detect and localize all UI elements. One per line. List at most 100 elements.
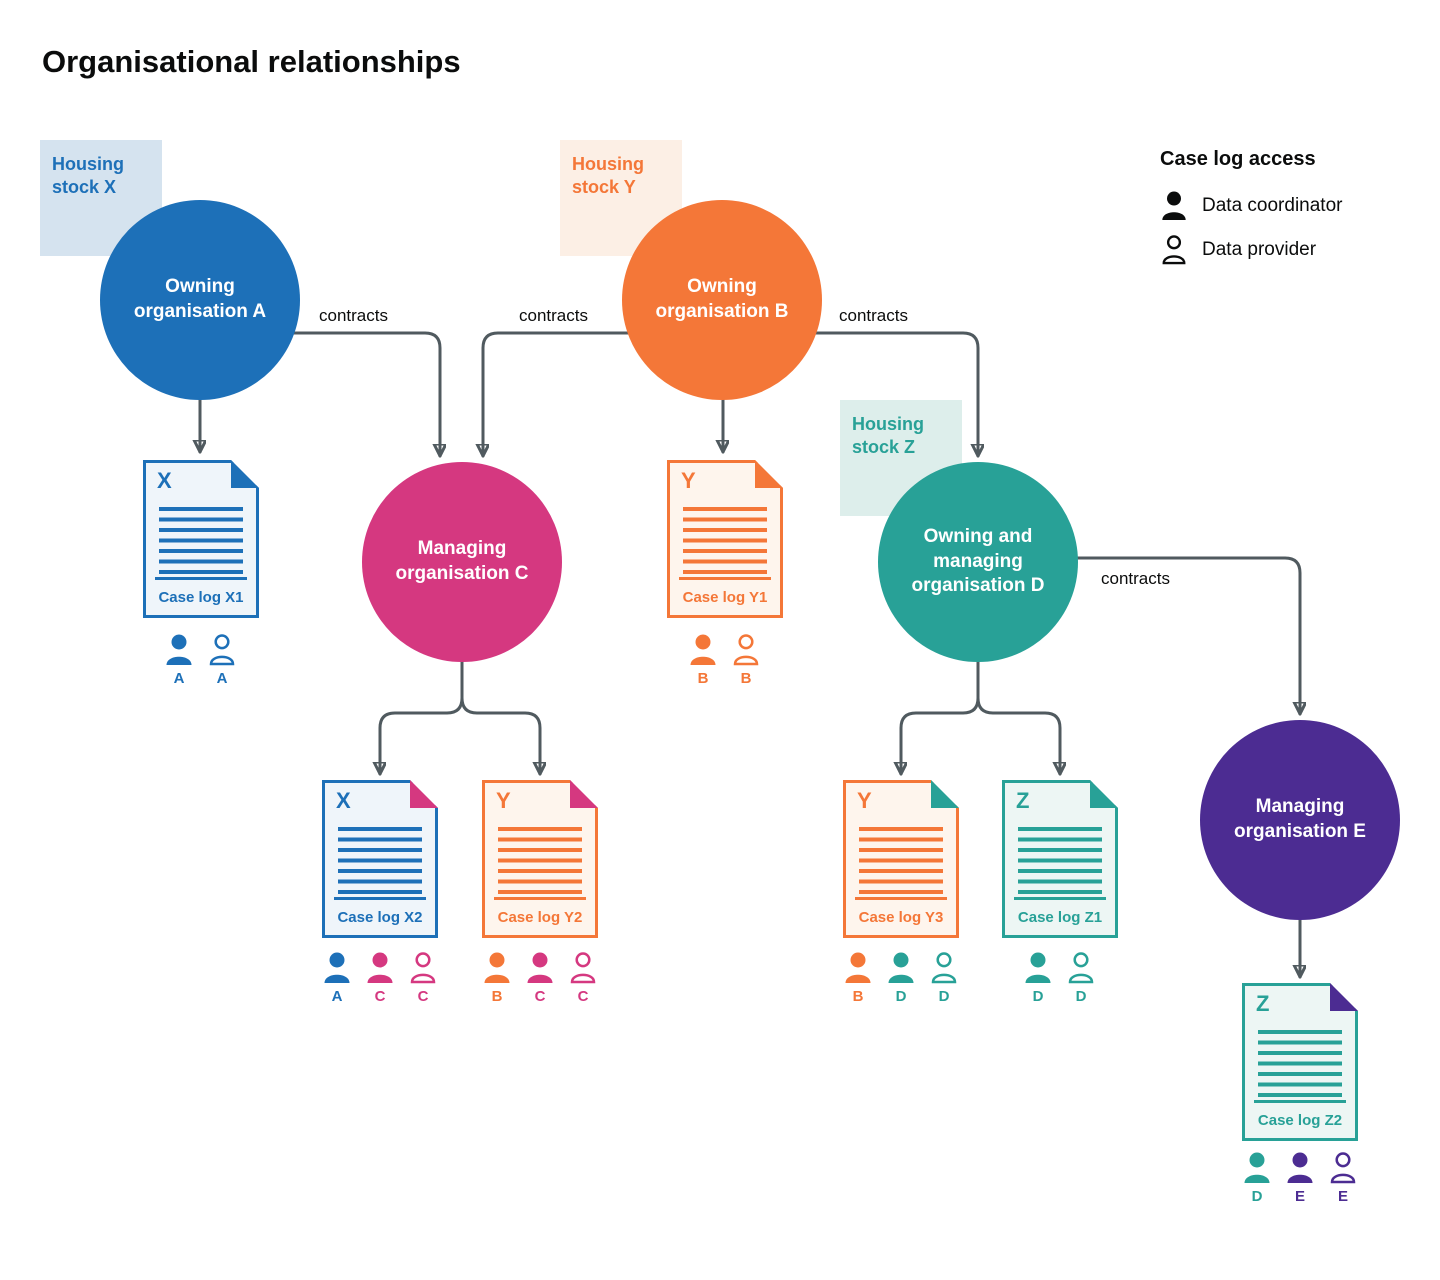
access-letter: C xyxy=(534,988,546,1005)
person-outline-icon xyxy=(1162,235,1186,265)
person-filled-icon xyxy=(1244,1152,1270,1183)
person-filled-icon xyxy=(1162,191,1186,220)
folded-corner-icon xyxy=(931,780,959,808)
doc-text-lines xyxy=(338,827,422,894)
case-log-z2-label: Case log Z2 xyxy=(1257,1112,1343,1129)
doc-letter: Z xyxy=(1256,991,1270,1016)
access-letter: D xyxy=(938,988,950,1005)
org-circle-c: Managing organisation C xyxy=(362,462,562,662)
doc-divider xyxy=(679,577,771,580)
access-letter: C xyxy=(417,988,429,1005)
case-log-x1-access: A A xyxy=(161,634,240,687)
case-log-y1-label: Case log Y1 xyxy=(682,589,768,606)
org-b-label: Owning organisation B xyxy=(655,276,789,322)
folded-corner-icon xyxy=(410,780,438,808)
legend: Case log access Data coordinator Data pr… xyxy=(1160,148,1342,279)
legend-item-data-provider: Data provider xyxy=(1160,235,1342,265)
access-letter: B xyxy=(740,670,752,687)
person-outline-icon xyxy=(733,634,759,666)
access-letter: E xyxy=(1337,1188,1348,1205)
case-log-y2-access: B C C xyxy=(479,952,601,1005)
data-coordinator: D xyxy=(1239,1152,1275,1205)
access-letter: C xyxy=(374,988,386,1005)
person-outline-icon xyxy=(570,952,596,984)
folded-corner-icon xyxy=(1330,983,1358,1011)
access-letter: C xyxy=(577,988,589,1005)
data-provider: A xyxy=(204,634,240,687)
folded-corner-icon xyxy=(231,460,259,488)
housing-stock-z-label: Housing stock Z xyxy=(852,414,924,458)
legend-label: Data coordinator xyxy=(1202,195,1343,216)
data-provider: D xyxy=(1063,952,1099,1005)
doc-text-lines xyxy=(159,507,243,574)
data-coordinator: A xyxy=(319,952,355,1005)
org-circle-e: Managing organisation E xyxy=(1200,720,1400,920)
access-letter: A xyxy=(216,670,228,687)
doc-text-lines xyxy=(859,827,943,894)
doc-text-lines xyxy=(1258,1030,1342,1097)
org-d-label: Owning and managing organisation D xyxy=(911,525,1045,597)
person-outline-icon xyxy=(410,952,436,984)
person-filled-icon xyxy=(367,952,393,983)
access-letter: D xyxy=(1251,1188,1263,1205)
person-filled-icon xyxy=(166,634,192,665)
folded-corner-icon xyxy=(570,780,598,808)
access-letter: E xyxy=(1294,1188,1305,1205)
data-provider: C xyxy=(405,952,441,1005)
wire-d-to-e xyxy=(1068,556,1300,716)
case-log-z2-doc: Z Case log Z2 xyxy=(1242,983,1358,1141)
case-log-y3-access: B D D xyxy=(840,952,962,1005)
person-filled-icon xyxy=(690,634,716,665)
org-a-label: Owning organisation A xyxy=(133,276,267,322)
data-coordinator: C xyxy=(522,952,558,1005)
contracts-label-b-d: contracts xyxy=(839,306,908,325)
data-coordinator: B xyxy=(479,952,515,1005)
case-log-z2-access: D E E xyxy=(1239,1152,1361,1205)
case-log-y2-label: Case log Y2 xyxy=(497,909,583,926)
org-circle-b: Owning organisation B xyxy=(622,200,822,400)
person-outline-icon xyxy=(1330,1152,1356,1184)
case-log-x2-doc: X Case log X2 xyxy=(322,780,438,938)
data-coordinator: B xyxy=(840,952,876,1005)
wire-b-to-d xyxy=(810,331,978,458)
contracts-label-b-c: contracts xyxy=(519,306,588,325)
doc-letter: Z xyxy=(1016,788,1030,813)
case-log-z1-doc: Z Case log Z1 xyxy=(1002,780,1118,938)
doc-divider xyxy=(494,897,586,900)
access-letter: B xyxy=(491,988,503,1005)
person-filled-icon xyxy=(324,952,350,983)
person-filled-icon xyxy=(888,952,914,983)
access-letter: D xyxy=(895,988,907,1005)
access-letter: B xyxy=(852,988,864,1005)
data-coordinator: D xyxy=(883,952,919,1005)
data-provider: E xyxy=(1325,1152,1361,1205)
case-log-x1-doc: X Case log X1 xyxy=(143,460,259,618)
contracts-label-d-e: contracts xyxy=(1101,569,1170,588)
person-outline-icon xyxy=(1068,952,1094,984)
data-coordinator: C xyxy=(362,952,398,1005)
legend-item-data-coordinator: Data coordinator xyxy=(1160,191,1342,221)
case-log-y1-access: B B xyxy=(685,634,764,687)
doc-text-lines xyxy=(498,827,582,894)
folded-corner-icon xyxy=(1090,780,1118,808)
wire-b-to-c xyxy=(483,331,634,458)
case-log-z1-label: Case log Z1 xyxy=(1017,909,1103,926)
access-letter: D xyxy=(1075,988,1087,1005)
access-letter: D xyxy=(1032,988,1044,1005)
data-coordinator: B xyxy=(685,634,721,687)
org-e-label: Managing organisation E xyxy=(1234,796,1366,842)
housing-stock-y-label: Housing stock Y xyxy=(572,154,644,198)
wire-d-to-caselog-z1 xyxy=(976,653,1060,776)
data-provider: C xyxy=(565,952,601,1005)
doc-text-lines xyxy=(683,507,767,574)
data-coordinator: E xyxy=(1282,1152,1318,1205)
doc-divider xyxy=(855,897,947,900)
wire-d-to-caselog-y3 xyxy=(901,653,980,776)
data-provider: D xyxy=(926,952,962,1005)
data-coordinator: A xyxy=(161,634,197,687)
doc-letter: X xyxy=(336,788,351,813)
doc-text-lines xyxy=(1018,827,1102,894)
org-circle-a: Owning organisation A xyxy=(100,200,300,400)
